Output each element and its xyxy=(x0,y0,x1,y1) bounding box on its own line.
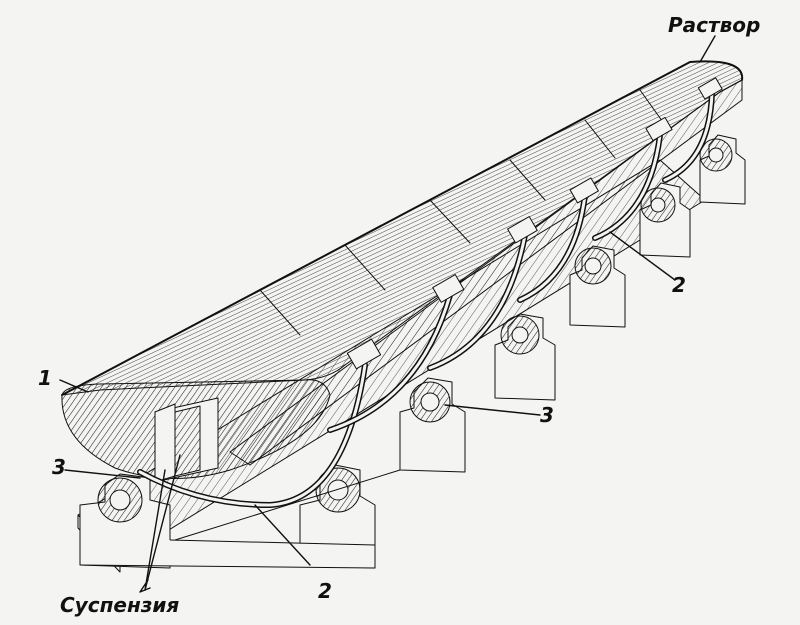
leader-lines xyxy=(59,35,716,593)
roller-support-6 xyxy=(699,134,746,205)
roller-support-1 xyxy=(79,464,376,569)
roller-support-4 xyxy=(569,245,626,328)
label-part-2-upper: 2 xyxy=(672,273,686,297)
label-suspension: Суспензия xyxy=(60,593,179,617)
suspension-hoops xyxy=(137,89,715,508)
label-part-3-left: 3 xyxy=(52,455,66,479)
roller-support-5 xyxy=(639,182,691,258)
trough-body xyxy=(61,60,744,480)
suspension-slot xyxy=(154,397,219,483)
hoop-clamps xyxy=(346,77,723,370)
label-part-1: 1 xyxy=(38,366,52,390)
roller-supports xyxy=(79,134,746,569)
label-part-3-mid: 3 xyxy=(540,403,554,427)
label-solution: Раствор xyxy=(668,13,760,37)
roller-support-3 xyxy=(494,313,556,401)
label-part-2-lower: 2 xyxy=(318,579,332,603)
roller-support-2 xyxy=(174,377,466,541)
